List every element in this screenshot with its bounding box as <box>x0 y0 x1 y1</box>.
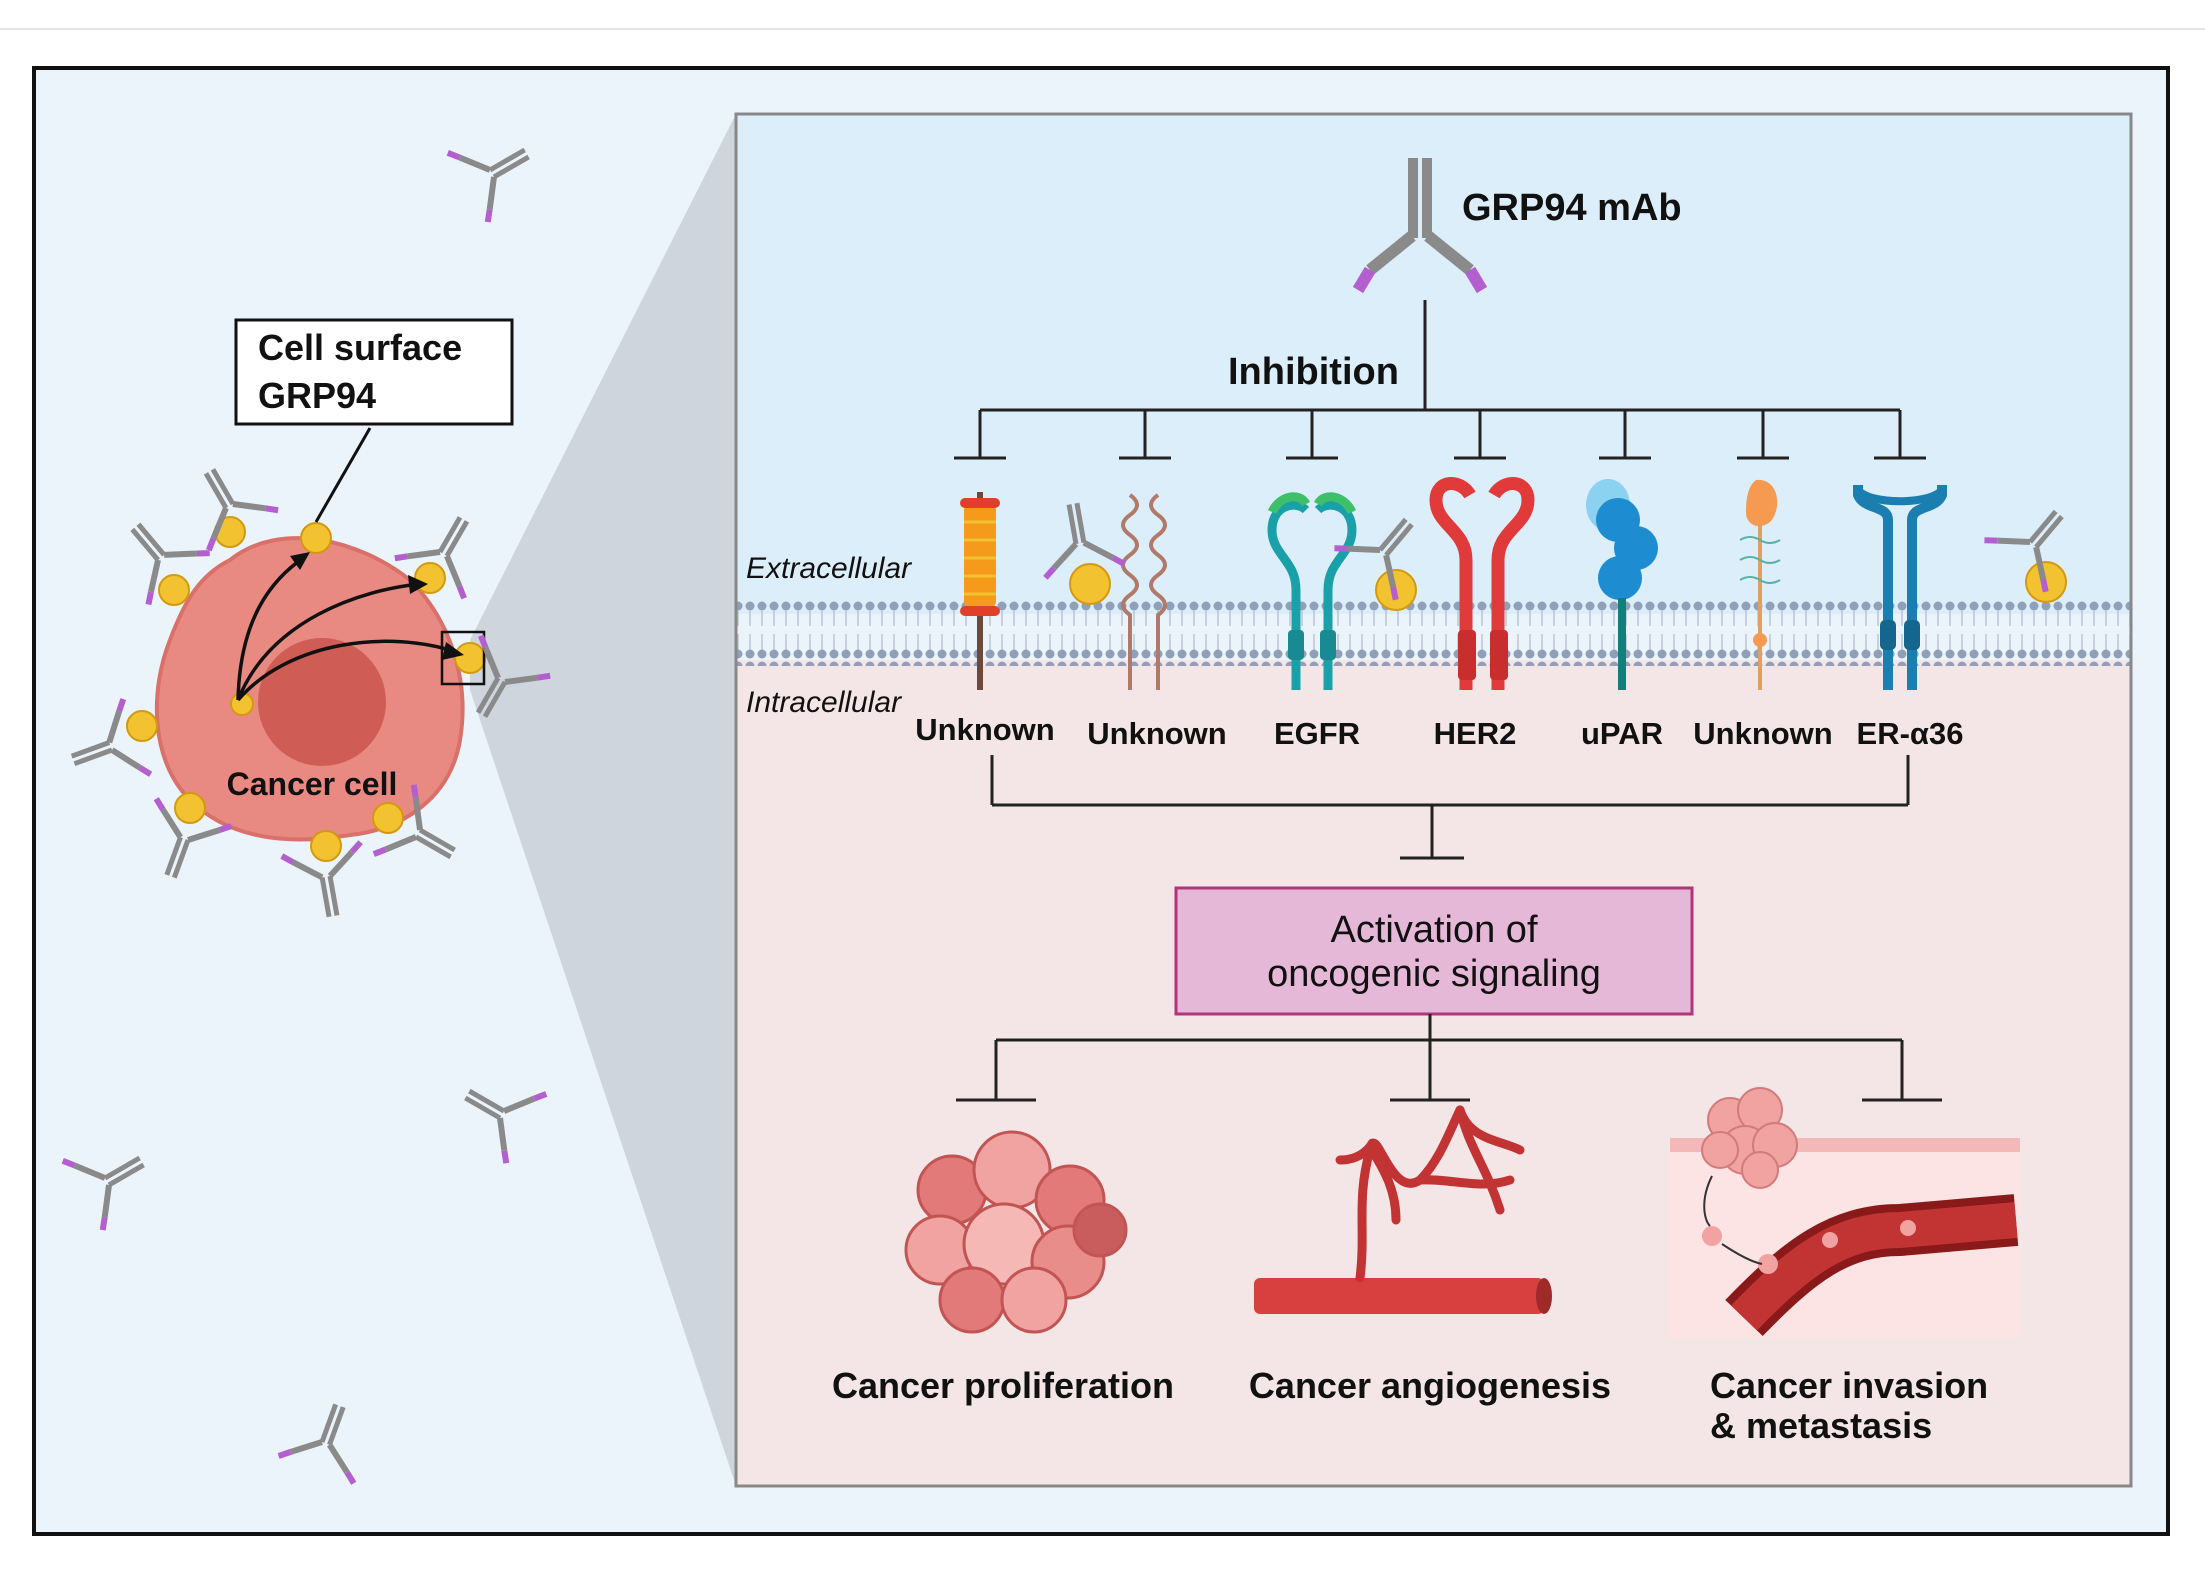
receptor-er-alpha36-icon <box>1853 485 1947 690</box>
outcome-invasion-label-line2: & metastasis <box>1710 1405 1932 1446</box>
receptor-label: ER-α36 <box>1857 716 1964 751</box>
receptor-her2-icon <box>1429 477 1535 690</box>
signaling-box-line2: oncogenic signaling <box>1267 953 1601 995</box>
antibody-label: GRP94 mAb <box>1462 187 1682 229</box>
receptor-unknown-3-icon <box>1739 479 1781 690</box>
receptor-label: Unknown <box>1693 716 1833 751</box>
callout-line2: GRP94 <box>258 375 376 416</box>
intracellular-region <box>736 660 2131 1486</box>
outcome-invasion-label-line1: Cancer invasion <box>1710 1365 1988 1406</box>
nucleus <box>258 638 386 766</box>
receptor-label: Unknown <box>1087 716 1227 751</box>
callout-box <box>234 318 514 426</box>
receptor-label: uPAR <box>1581 716 1663 751</box>
merge-connector <box>990 755 1910 860</box>
intracellular-label: Intracellular <box>746 686 902 719</box>
receptor-egfr-icon <box>1267 492 1357 690</box>
outcome-angiogenesis-label: Cancer angiogenesis <box>1249 1365 1611 1406</box>
receptor-unknown-2-icon <box>1121 493 1167 690</box>
receptor-upar-icon <box>1586 479 1658 690</box>
grp94-mab-icon <box>1352 158 1488 294</box>
top-divider <box>0 28 2205 30</box>
inhibition-tree <box>954 300 1926 460</box>
inhibition-label: Inhibition <box>1228 351 1399 393</box>
outcome-proliferation-label: Cancer proliferation <box>832 1365 1174 1406</box>
receptor-label: Unknown <box>915 712 1055 747</box>
arrow-heads <box>290 552 464 660</box>
cancer-cell-label: Cancer cell <box>227 766 398 802</box>
extracellular-label: Extracellular <box>746 552 912 585</box>
angiogenesis-icon <box>1254 1105 1552 1314</box>
callout-line1: Cell surface <box>258 327 462 368</box>
zoom-panel-frame <box>734 112 2133 1488</box>
proliferation-icon <box>904 1130 1128 1334</box>
receptor-labels: Unknown Unknown EGFR HER2 uPAR Unknown E… <box>915 712 1963 751</box>
receptor-label: EGFR <box>1274 716 1360 751</box>
cell-surface-grp94-dots <box>126 516 486 862</box>
receptor-label: HER2 <box>1434 716 1517 751</box>
receptor-unknown-1-icon <box>960 492 1000 690</box>
membrane-band <box>736 600 2131 666</box>
signaling-box-line1: Activation of <box>1331 909 1538 951</box>
zoom-wedge <box>470 114 736 1486</box>
outcome-tree <box>956 1014 1942 1102</box>
oncogenic-signaling-box <box>1174 886 1694 1016</box>
invasion-metastasis-icon <box>1670 1087 2020 1338</box>
translocation-arrows <box>236 554 457 702</box>
callout-pointer <box>314 427 372 523</box>
extracellular-region <box>736 114 2131 614</box>
zoom-box <box>440 630 486 686</box>
